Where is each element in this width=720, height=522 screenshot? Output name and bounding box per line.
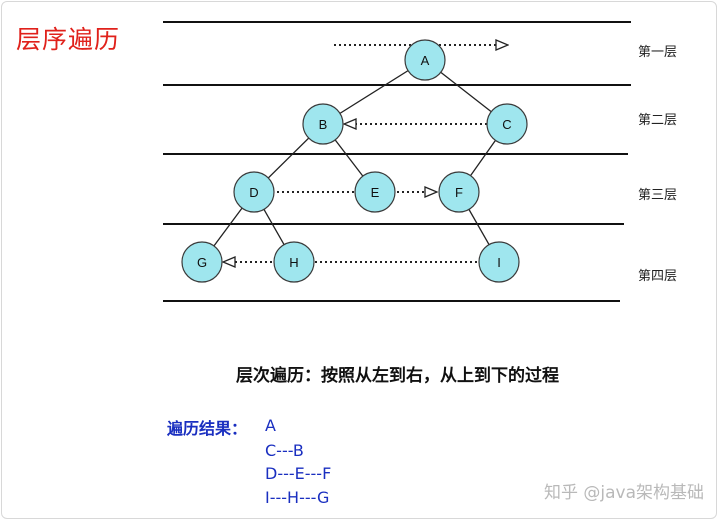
result-line-1: A	[265, 416, 276, 435]
tree-node-b: B	[302, 103, 344, 145]
node-label: A	[421, 53, 430, 68]
node-circle	[181, 241, 223, 283]
watermark: 知乎 @java架构基础	[543, 483, 704, 503]
node-circle	[438, 171, 480, 213]
node-circle	[354, 171, 396, 213]
tree-node-a: A	[404, 39, 446, 81]
node-label: B	[319, 117, 328, 132]
node-label: F	[455, 185, 463, 200]
node-label: G	[197, 255, 207, 270]
result-line-2: C---B	[265, 441, 304, 460]
page-title: 层序遍历	[16, 25, 121, 54]
node-circle	[478, 241, 520, 283]
level-label-4: 第四层	[638, 269, 678, 284]
node-label: I	[497, 255, 501, 270]
tree-nodes: A B C D E F G H I	[181, 39, 528, 283]
tree-node-i: I	[478, 241, 520, 283]
tree-node-c: C	[486, 103, 528, 145]
node-circle	[233, 171, 275, 213]
tree-node-h: H	[273, 241, 315, 283]
tree-node-g: G	[181, 241, 223, 283]
node-circle	[486, 103, 528, 145]
node-circle	[302, 103, 344, 145]
result-line-4: I---H---G	[265, 488, 330, 507]
tree-node-f: F	[438, 171, 480, 213]
tree-node-d: D	[233, 171, 275, 213]
result-label: 遍历结果：	[167, 419, 248, 438]
node-label: E	[371, 185, 380, 200]
node-label: D	[249, 185, 258, 200]
tree-node-e: E	[354, 171, 396, 213]
node-label: C	[502, 117, 511, 132]
level-label-2: 第二层	[638, 113, 678, 128]
node-circle	[273, 241, 315, 283]
node-circle	[404, 39, 446, 81]
level-label-1: 第一层	[638, 45, 678, 60]
traversal-description: 层次遍历：按照从左到右，从上到下的过程	[236, 366, 559, 386]
result-line-3: D---E---F	[265, 464, 332, 483]
level-label-3: 第三层	[638, 188, 678, 203]
node-label: H	[289, 255, 298, 270]
tree-edges	[201, 59, 508, 263]
